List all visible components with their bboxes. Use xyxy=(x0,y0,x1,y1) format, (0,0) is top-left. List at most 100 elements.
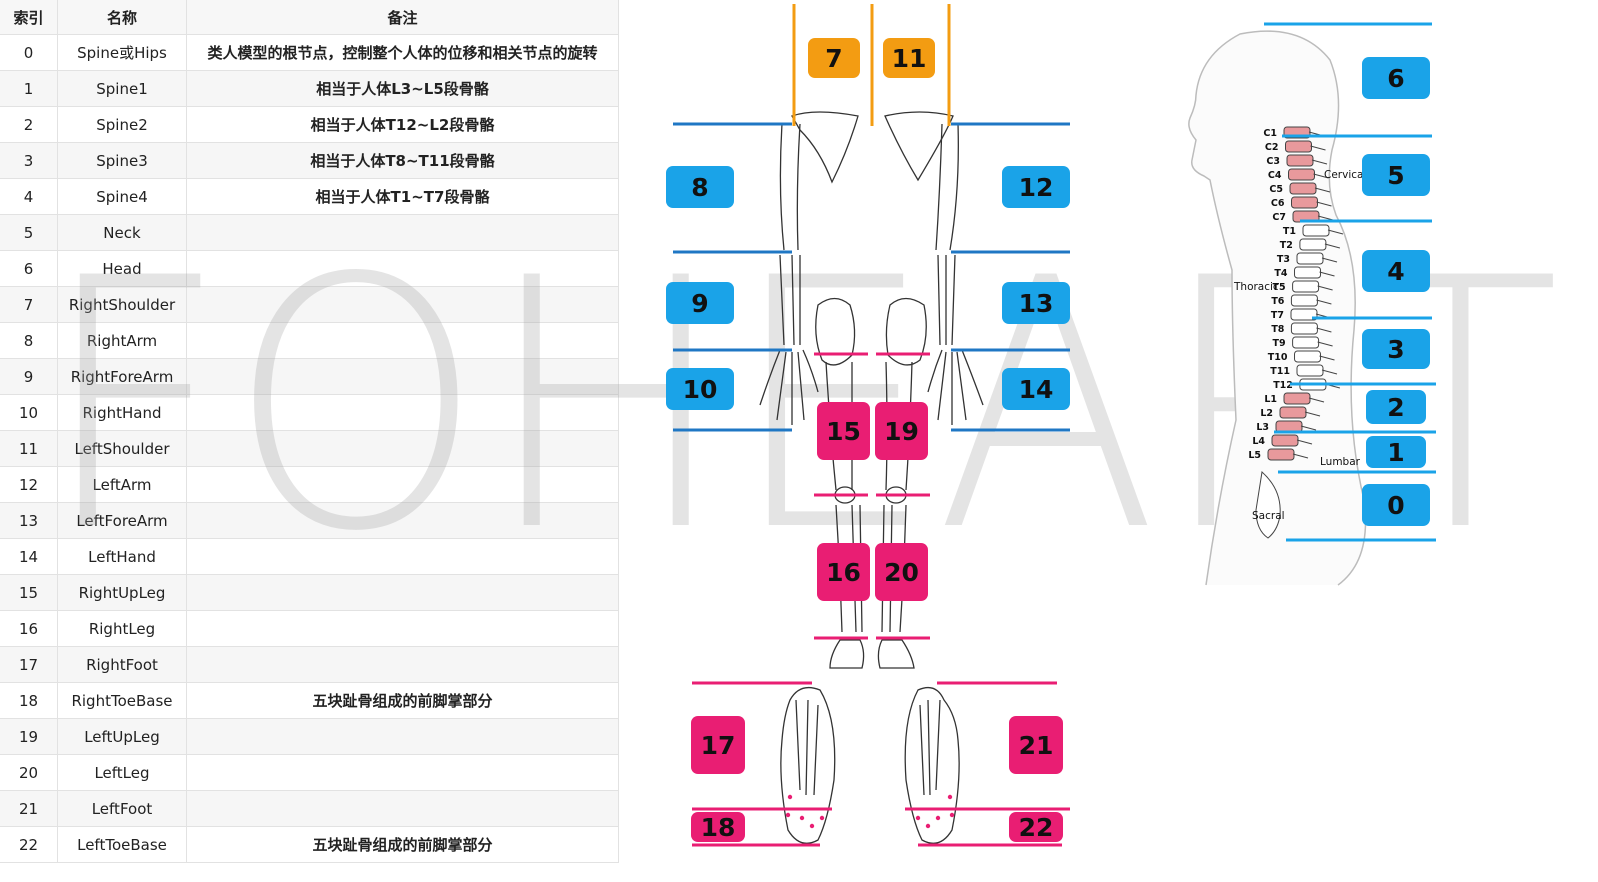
spine-head-label: 6 xyxy=(1387,64,1404,93)
right-foot-label: 17 xyxy=(701,731,736,760)
vertebra-shape xyxy=(1291,323,1317,334)
spine-region-label: Sacral xyxy=(1252,510,1285,522)
table-row: 22LeftToeBase五块趾骨组成的前脚掌部分 xyxy=(0,827,619,863)
left-femur-shape xyxy=(886,362,912,490)
vertebra-shape xyxy=(1293,337,1319,348)
spinous-process xyxy=(1322,258,1337,262)
right-knee-shape xyxy=(835,487,855,503)
table-row: 5Neck xyxy=(0,215,619,251)
table-row: 13LeftForeArm xyxy=(0,503,619,539)
cell-name: RightUpLeg xyxy=(58,575,187,611)
right-hand-shape xyxy=(760,350,818,425)
table-row: 19LeftUpLeg xyxy=(0,719,619,755)
vertebra-shape xyxy=(1286,141,1312,152)
cell-name: RightLeg xyxy=(58,611,187,647)
left-shoulder-box xyxy=(883,38,935,78)
spinous-process xyxy=(1317,202,1332,206)
cell-note xyxy=(187,467,619,503)
cell-name: LeftHand xyxy=(58,539,187,575)
vertebra-shape xyxy=(1284,127,1310,138)
vertebra-label: T9 xyxy=(1273,338,1286,349)
vertebra-label: T6 xyxy=(1271,296,1284,307)
left-foot-box xyxy=(1009,716,1063,774)
spinous-process xyxy=(1322,370,1337,374)
cell-name: RightHand xyxy=(58,395,187,431)
cell-name: Spine3 xyxy=(58,143,187,179)
cell-index: 15 xyxy=(0,575,58,611)
cell-note xyxy=(187,647,619,683)
header-note: 备注 xyxy=(187,0,619,35)
right-forearm-label: 9 xyxy=(691,289,708,318)
vertebra-shape xyxy=(1268,449,1294,460)
table-row: 21LeftFoot xyxy=(0,791,619,827)
right-toebase-label: 18 xyxy=(701,813,736,842)
vertebra-shape xyxy=(1280,407,1306,418)
left-leg-box xyxy=(875,543,928,601)
joint-table: 索引 名称 备注 0Spine或Hips类人模型的根节点，控制整个人体的位移和相… xyxy=(0,0,619,863)
left-sole-shape xyxy=(905,688,959,844)
spine-neck-label: 5 xyxy=(1387,161,1404,190)
cell-name: RightToeBase xyxy=(58,683,187,719)
vertebra-shape xyxy=(1276,421,1302,432)
vertebra-label: C4 xyxy=(1268,170,1282,181)
cell-index: 7 xyxy=(0,287,58,323)
cell-note: 五块趾骨组成的前脚掌部分 xyxy=(187,827,619,863)
cell-note xyxy=(187,755,619,791)
cell-name: RightArm xyxy=(58,323,187,359)
left-leg-label: 20 xyxy=(884,558,919,587)
cell-note xyxy=(187,359,619,395)
cell-note: 相当于人体T12~L2段骨骼 xyxy=(187,107,619,143)
spine-3-box xyxy=(1362,329,1430,369)
spinous-process xyxy=(1305,412,1320,416)
vertebra-shape xyxy=(1295,267,1321,278)
vertebra-label: T1 xyxy=(1283,226,1296,237)
vertebra-shape xyxy=(1290,183,1316,194)
right-foot-box xyxy=(691,716,745,774)
vertebra-label: L3 xyxy=(1256,422,1269,433)
vertebra-shape xyxy=(1291,309,1317,320)
cell-name: Neck xyxy=(58,215,187,251)
right-femur-shape xyxy=(826,362,852,490)
left-humerus-shape xyxy=(936,124,958,250)
left-toe-joint xyxy=(916,816,920,820)
left-shoulder-label: 11 xyxy=(892,44,927,73)
vertebra-shape xyxy=(1297,365,1323,376)
cell-name: LeftForeArm xyxy=(58,503,187,539)
right-toe-joint xyxy=(788,795,792,799)
cell-index: 5 xyxy=(0,215,58,251)
left-upleg-box xyxy=(875,402,928,460)
cell-name: RightShoulder xyxy=(58,287,187,323)
spine-4-box xyxy=(1362,250,1430,292)
left-forearm-shape xyxy=(938,255,955,345)
cell-index: 2 xyxy=(0,107,58,143)
vertebra-label: C3 xyxy=(1266,156,1280,167)
vertebra-shape xyxy=(1293,281,1319,292)
vertebra-label: T12 xyxy=(1273,380,1293,391)
spinous-process xyxy=(1297,440,1312,444)
right-hand-box xyxy=(666,368,734,410)
left-hand-shape xyxy=(928,350,983,425)
spine-2-label: 2 xyxy=(1387,393,1404,422)
right-upleg-label: 15 xyxy=(826,417,861,446)
left-toe-joint xyxy=(948,795,952,799)
cell-index: 1 xyxy=(0,71,58,107)
left-hand-box xyxy=(1002,368,1070,410)
right-upleg-box xyxy=(817,402,870,460)
vertebra-label: T11 xyxy=(1270,366,1290,377)
sacrum-shape xyxy=(1256,472,1280,538)
cell-index: 17 xyxy=(0,647,58,683)
spinous-process xyxy=(1318,342,1333,346)
vertebra-shape xyxy=(1293,211,1319,222)
vertebra-label: L5 xyxy=(1248,450,1261,461)
table-row: 12LeftArm xyxy=(0,467,619,503)
cell-note xyxy=(187,539,619,575)
vertebra-shape xyxy=(1300,379,1326,390)
spinous-process xyxy=(1318,286,1333,290)
spine-region-label: Thoracic xyxy=(1233,281,1279,293)
left-foot-front-shape xyxy=(878,640,914,668)
right-pelvis-shape xyxy=(816,299,855,365)
spine-3-label: 3 xyxy=(1387,335,1404,364)
table-row: 10RightHand xyxy=(0,395,619,431)
spine-root-box xyxy=(1362,484,1430,526)
right-arm-box xyxy=(666,166,734,208)
